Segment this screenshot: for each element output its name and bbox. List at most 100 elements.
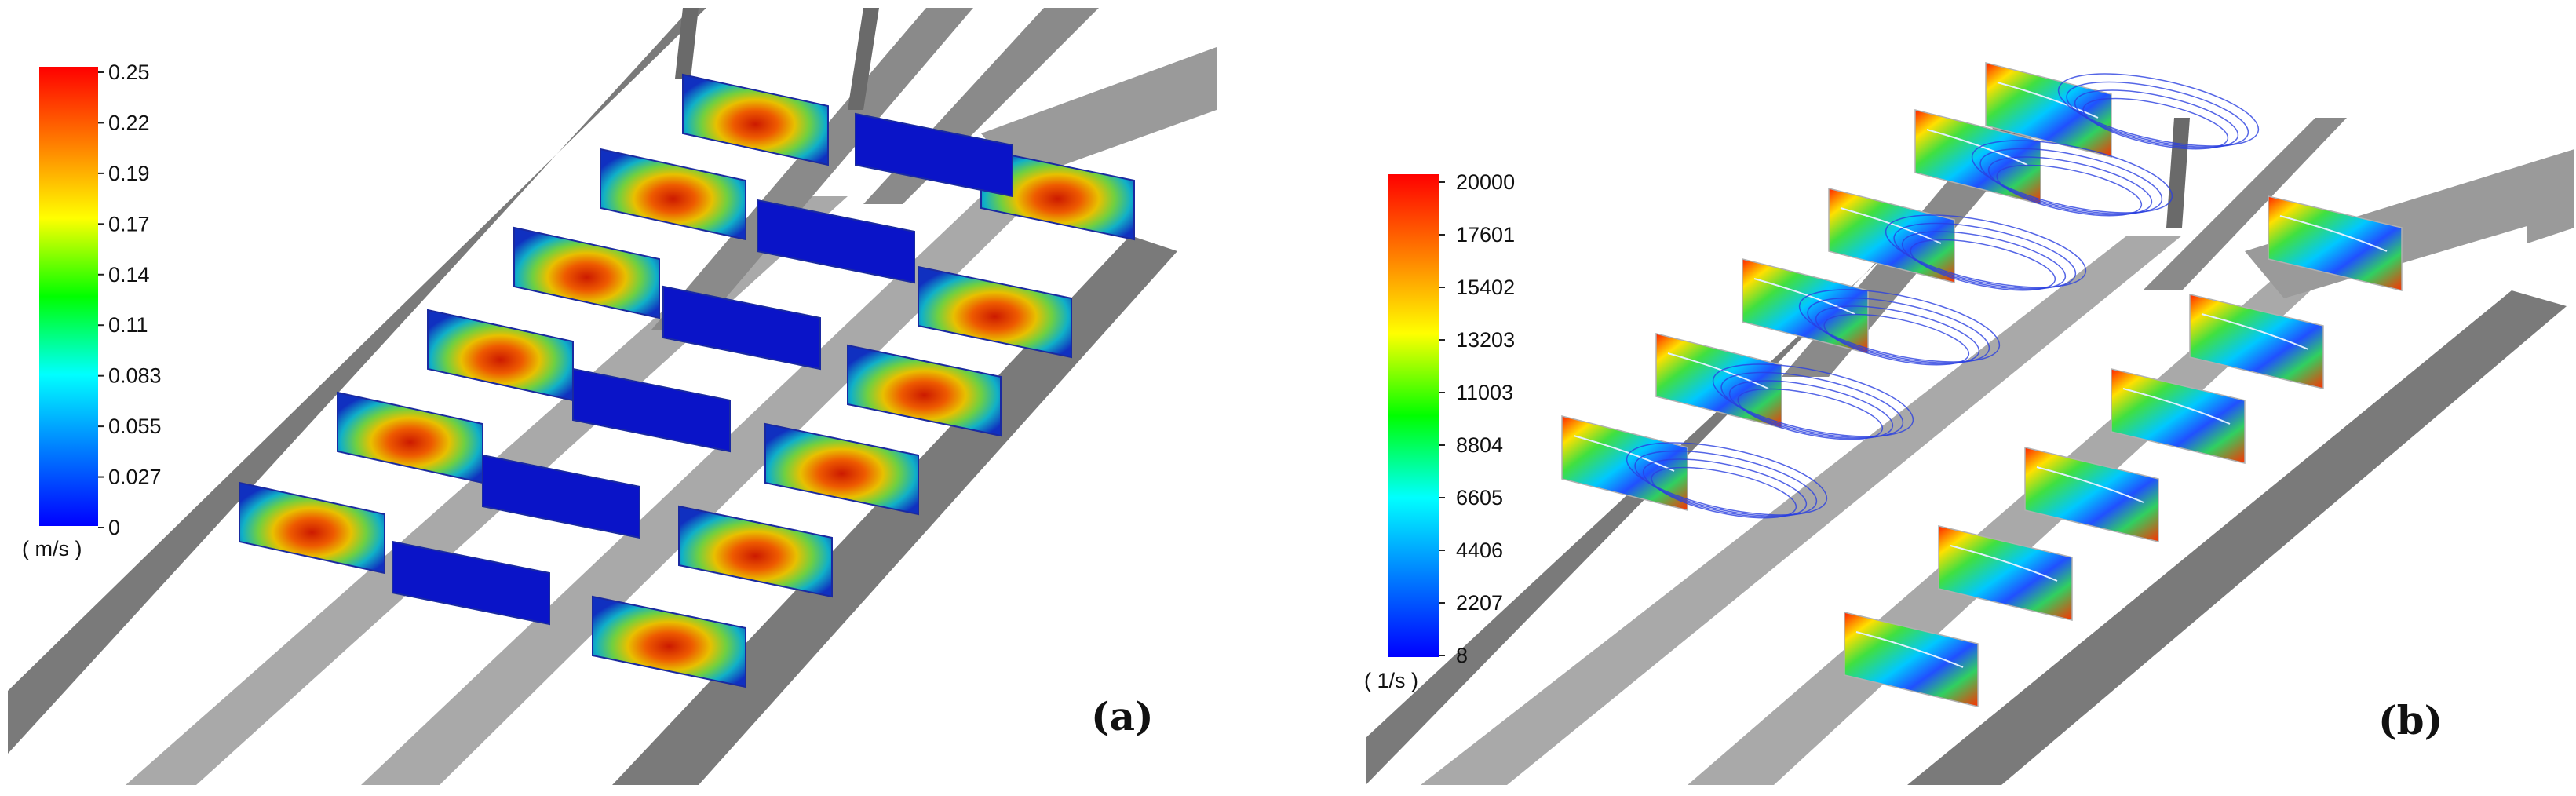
low-velocity-slice bbox=[392, 540, 550, 626]
colorbar-a-tick-label: 0.17 bbox=[108, 212, 150, 236]
colorbar-b-tick-label: 15402 bbox=[1456, 276, 1515, 299]
shear-slice bbox=[2111, 368, 2246, 464]
colorbar-a bbox=[39, 67, 98, 526]
shear-slice bbox=[1828, 188, 1955, 283]
velocity-slice bbox=[427, 309, 574, 402]
shear-slice bbox=[2189, 294, 2324, 389]
streamline bbox=[1712, 363, 1914, 437]
outlet-channel-b-2 bbox=[2143, 118, 2347, 290]
streamline bbox=[1987, 156, 2153, 216]
colorbar-b-tick-label: 4406 bbox=[1456, 539, 1503, 562]
low-velocity-slice bbox=[757, 199, 915, 284]
legend-a: 0.250.220.190.170.140.110.0830.0550.0270… bbox=[22, 60, 162, 560]
streamline bbox=[1642, 458, 1808, 518]
low-velocity-slice bbox=[662, 285, 821, 371]
low-velocity-slice bbox=[855, 112, 1013, 198]
shear-slice bbox=[1985, 62, 2112, 158]
streamline bbox=[1979, 148, 2163, 214]
colorbar-a-tick-label: 0 bbox=[108, 516, 120, 539]
streamline bbox=[1971, 140, 2173, 214]
streamline bbox=[1720, 371, 1904, 438]
floor-strip-b-1 bbox=[1421, 236, 2182, 785]
right-wall-b bbox=[1907, 290, 2567, 785]
streamline bbox=[1798, 289, 2001, 363]
pipe-b-2 bbox=[2166, 118, 2190, 228]
streamline bbox=[1815, 305, 1980, 365]
streamline bbox=[1901, 231, 2067, 290]
colorbar-b-tick-label: 2207 bbox=[1456, 591, 1503, 615]
right-wall bbox=[612, 236, 1177, 785]
velocity-slice bbox=[592, 595, 746, 688]
shear-slices bbox=[1561, 62, 2403, 707]
velocity-slice bbox=[682, 73, 829, 166]
slice-streak bbox=[1573, 435, 1675, 472]
colorbar-b bbox=[1388, 174, 1439, 657]
shear-slice bbox=[2268, 195, 2403, 291]
velocity-slices bbox=[239, 73, 1135, 688]
velocity-slice bbox=[513, 226, 660, 319]
colorbar-b-tick-label: 13203 bbox=[1456, 328, 1515, 352]
streamline bbox=[2082, 97, 2229, 150]
velocity-slice bbox=[678, 505, 833, 598]
streamline bbox=[1626, 442, 1828, 516]
colorbar-b-tick-label: 20000 bbox=[1456, 170, 1515, 194]
streamline bbox=[1823, 313, 1970, 366]
velocity-slice bbox=[847, 344, 1002, 437]
colorbar-a-tick-label: 0.11 bbox=[108, 313, 148, 337]
outlet-channel-1 bbox=[651, 8, 973, 330]
colorbar-b-tick-label: 8 bbox=[1456, 644, 1468, 667]
colorbar-a-unit: ( m/s ) bbox=[22, 537, 82, 560]
pipe-1 bbox=[675, 8, 699, 79]
panel-a-label: (a) bbox=[1091, 693, 1154, 739]
panel-b bbox=[1366, 62, 2574, 785]
slice-streak bbox=[1997, 82, 2099, 119]
pipe-2 bbox=[848, 8, 879, 110]
velocity-slice bbox=[337, 391, 483, 484]
streamline bbox=[1910, 239, 2056, 291]
slice-streak bbox=[2122, 388, 2231, 425]
shear-slice bbox=[1844, 612, 1979, 707]
velocity-slice bbox=[600, 148, 746, 241]
colorbar-a-tick-label: 0.083 bbox=[108, 364, 162, 388]
shear-slice bbox=[1561, 415, 1688, 511]
slice-streak bbox=[1840, 207, 1942, 244]
colorbar-b-tick-label: 8804 bbox=[1456, 433, 1503, 457]
low-velocity-slice bbox=[482, 454, 640, 539]
colorbar-b-unit: ( 1/s ) bbox=[1364, 669, 1418, 692]
streamline bbox=[2074, 89, 2239, 149]
panel-a bbox=[8, 8, 1217, 785]
velocity-slice bbox=[764, 422, 919, 516]
velocity-slice bbox=[239, 481, 385, 575]
streamline bbox=[2066, 81, 2249, 148]
slice-streak bbox=[1855, 631, 1964, 668]
slice-streak bbox=[2201, 313, 2309, 350]
streamline bbox=[1885, 214, 2087, 288]
floor-strip-2 bbox=[361, 196, 1036, 785]
legend-b: 2000017601154021320311003880466054406220… bbox=[1364, 170, 1515, 692]
panel-b-label: (b) bbox=[2378, 697, 2443, 743]
colorbar-b-tick-label: 6605 bbox=[1456, 486, 1503, 509]
low-velocity-slice bbox=[572, 367, 731, 453]
colorbar-a-tick-label: 0.055 bbox=[108, 414, 162, 438]
vortex-streamlines bbox=[1626, 73, 2260, 519]
colorbar-a-tick-label: 0.22 bbox=[108, 111, 150, 134]
streamline bbox=[1996, 164, 2143, 217]
slice-streak bbox=[1950, 545, 2058, 582]
slice-streak bbox=[2279, 215, 2388, 252]
colorbar-a-tick-label: 0.19 bbox=[108, 162, 150, 185]
colorbar-a-tick-label: 0.14 bbox=[108, 263, 150, 287]
shear-slice bbox=[1938, 525, 2073, 621]
streamline bbox=[1893, 222, 2077, 289]
velocity-slice bbox=[918, 265, 1072, 359]
outlet-channel-3 bbox=[981, 47, 1217, 181]
streamline bbox=[1651, 466, 1797, 519]
shear-slice bbox=[2024, 447, 2159, 542]
colorbar-b-tick-label: 11003 bbox=[1456, 381, 1513, 404]
colorbar-b-ticks: 2000017601154021320311003880466054406220… bbox=[1439, 170, 1515, 667]
streamline bbox=[1634, 450, 1818, 517]
slice-streak bbox=[2036, 466, 2144, 503]
outlet-channel-b-4 bbox=[2527, 157, 2574, 243]
streamline bbox=[2057, 73, 2260, 147]
